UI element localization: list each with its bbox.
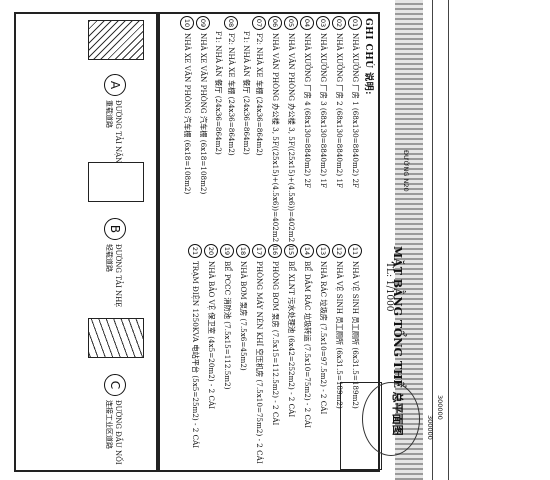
note-item-16: 16PHÒNG BƠM 泵房 (7.5x15=112.5m2) - 2 CÁI xyxy=(268,244,282,425)
drawing-scale: TL: 1/1000 xyxy=(384,262,394,312)
legend-swatch-connecting-road xyxy=(88,318,144,358)
note-item-07: 07F2: NHÀ XE 车棚 (24x36=864m2) xyxy=(252,16,266,156)
legend-swatch-heavy-road xyxy=(88,20,144,60)
note-item-19: 19BỂ PCCC 消防池 (7.5x15=112.5m2) xyxy=(220,244,234,390)
note-item-10: 10NHÀ XE VĂN PHÒNG 汽车棚 (6x18=108m2) xyxy=(180,16,194,194)
road-name: ĐƯỜNG N20 xyxy=(402,150,410,192)
note-item-15: 15BỂ XLNT 污水处理池 (6x42=252m2) - 2 CÁI xyxy=(284,244,298,417)
note-item-14: 14BỂ DẦM RÁC 垃圾转运 (7.5x10=75m2) - 2 CÁI xyxy=(300,244,314,428)
note-item-03: 03NHÀ XƯỞNG 厂房 3 (68x130=8840m2) 1F xyxy=(316,16,330,188)
note-item-08: 08F2: NHÀ XE 车棚 (24x36=864m2) xyxy=(224,16,238,156)
note-number: 01 xyxy=(348,16,362,30)
legend-frame xyxy=(14,12,158,472)
road-edge-line xyxy=(432,0,433,480)
road-center-line xyxy=(448,0,449,480)
note-item-17: 17PHÒNG MÁY NÉN KHÍ 空压机房 (7.5x10=75m2) -… xyxy=(252,244,266,464)
note-item-07b: F1: NHÀ ĂN 餐厅 (24x36=864m2) xyxy=(242,31,251,155)
stamp-circle xyxy=(362,382,420,456)
note-item-01: 01NHÀ XƯỞNG 厂房 1 (68x130=8840m2) 2F xyxy=(348,16,362,188)
note-item-08b: F1: NHÀ ĂN 餐厅 (24x36=864m2) xyxy=(214,31,223,155)
road-band xyxy=(395,0,423,480)
note-item-13: 13NHÀ RÁC 垃圾房 (7.5x10=97.5m2) - 2 CÁI xyxy=(316,244,330,414)
notes-heading: GHI CHÚ 说明: xyxy=(363,18,373,96)
note-item-18: 18NHÀ BƠM 泵房 (7.5x6=45m2) xyxy=(236,244,250,371)
legend-swatch-light-road xyxy=(88,162,144,202)
note-item-21: 21TRẠM ĐIỆN 1250KVA 电站平台 (5x5=25m2) - 2 … xyxy=(188,244,202,448)
note-item-05: 05NHÀ VĂN PHÒNG 办公楼 3, 5F((25x15)+(4.5x6… xyxy=(284,16,298,247)
note-item-02: 02NHÀ XƯỞNG 厂房 2 (68x130=8840m2) 1F xyxy=(332,16,346,188)
note-item-06: 06NHÀ VĂN PHÒNG 办公楼 3, 5F((25x15)+(4.5x6… xyxy=(268,16,282,247)
legend-marker-b: B xyxy=(104,218,126,240)
note-item-04: 04NHÀ XƯỞNG 厂房 4 (68x130=8840m2) 2F xyxy=(300,16,314,188)
road-marker-b: 300000 xyxy=(426,415,434,440)
legend-marker-a: A xyxy=(104,74,126,96)
legend-marker-c: C xyxy=(104,374,126,396)
note-item-09: 09NHÀ XE VĂN PHÒNG 汽车棚 (6x18=108m2) xyxy=(196,16,210,194)
drawing-sheet: GHI CHÚ 说明: 01NHÀ XƯỞNG 厂房 1 (68x130=884… xyxy=(12,12,420,472)
note-item-20: 20NHÀ BẢO VỆ 保卫室 (4x5=20m2) - 2 CÁI xyxy=(204,244,218,409)
road-marker-a: 300000 xyxy=(436,395,444,420)
